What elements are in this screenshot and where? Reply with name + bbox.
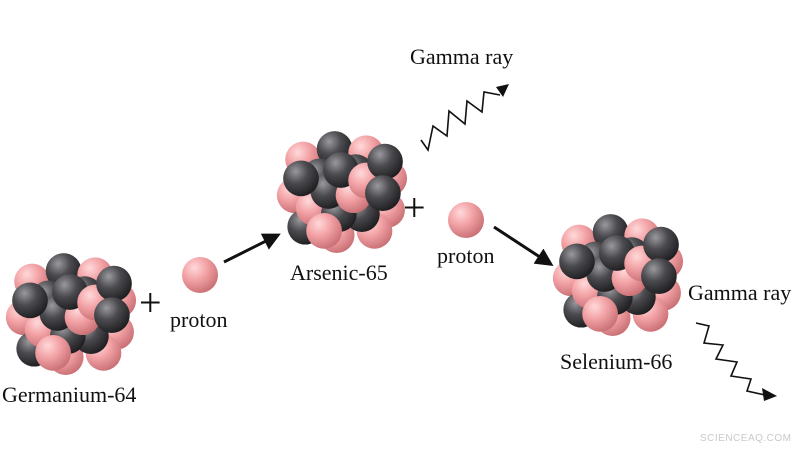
proton-label-2: proton — [437, 243, 495, 268]
nucleon-neutron — [641, 258, 677, 294]
watermark: SCIENCEAQ.COM — [700, 433, 792, 444]
nucleon-neutron — [365, 175, 401, 211]
nucleon-neutron — [94, 297, 130, 333]
selenium-66-label: Selenium-66 — [560, 349, 673, 374]
plus-sign-1: + — [139, 280, 162, 325]
nucleon-neutron — [643, 226, 679, 263]
nucleon-proton — [582, 296, 618, 332]
nucleon-proton — [35, 335, 71, 371]
plus-sign-2: + — [403, 185, 426, 230]
nucleon-proton — [306, 213, 342, 249]
nucleon-neutron — [96, 265, 132, 302]
proton-1 — [182, 257, 218, 293]
nucleon-neutron — [283, 160, 319, 197]
germanium-64-label: Germanium-64 — [2, 382, 137, 407]
arsenic-65-nucleus — [276, 131, 408, 253]
gamma-ray-label-2: Gamma ray — [688, 280, 792, 305]
gamma-ray-1-arrow — [420, 84, 509, 152]
nucleon-neutron — [12, 282, 48, 319]
nucleon-neutron — [559, 243, 595, 280]
proton-label-1: proton — [170, 307, 228, 332]
germanium-64-nucleus — [5, 253, 137, 375]
gamma-ray-2-arrow — [695, 322, 777, 401]
nucleon-neutron — [367, 143, 403, 180]
reaction-arrow-2 — [493, 225, 554, 266]
reaction-arrow-1 — [223, 233, 281, 264]
proton-2 — [448, 202, 484, 238]
selenium-66-nucleus — [552, 214, 684, 336]
gamma-ray-label-1: Gamma ray — [410, 44, 514, 69]
arsenic-65-label: Arsenic-65 — [290, 260, 388, 285]
